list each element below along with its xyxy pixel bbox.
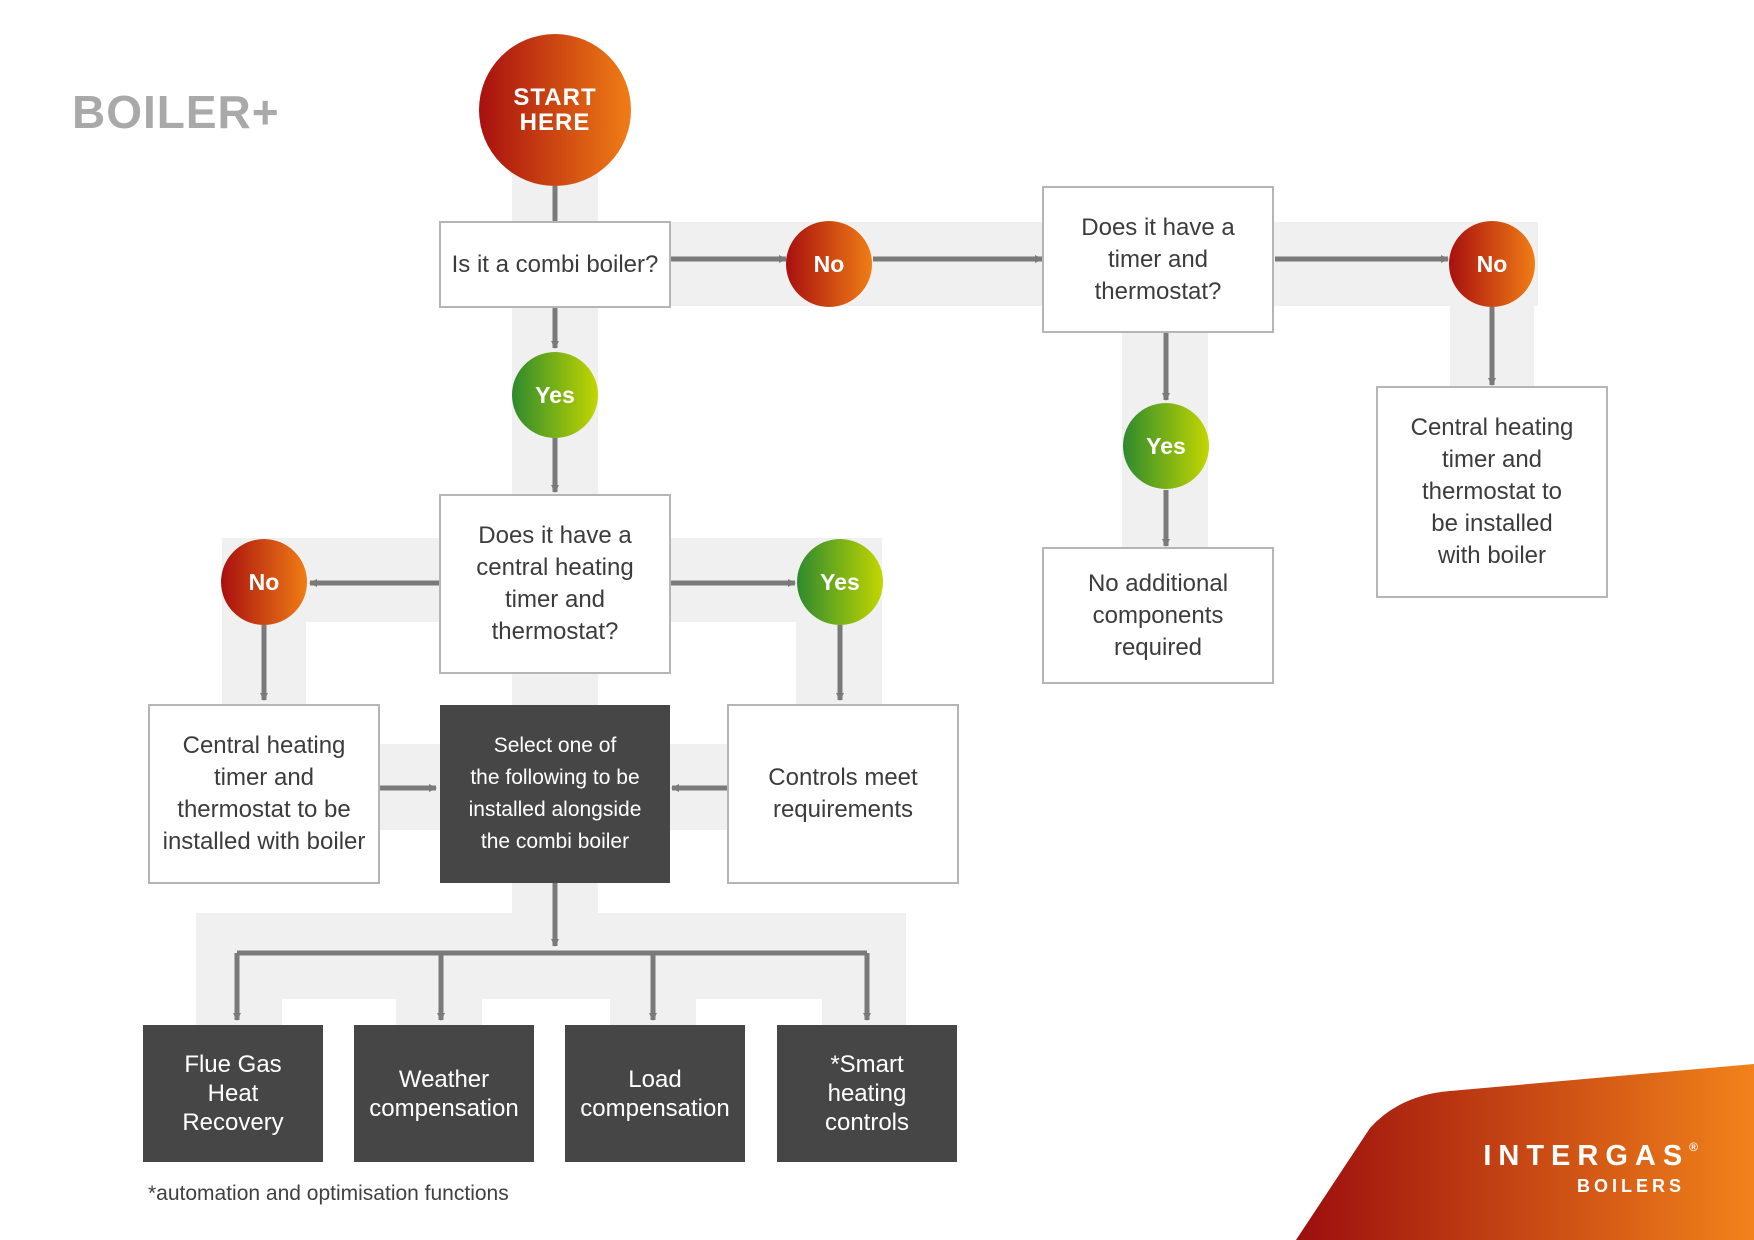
registered-mark: ® [1689,1140,1698,1154]
combi-question-box [439,221,671,308]
option-box-smart [777,1025,957,1162]
no-badge [221,539,307,625]
brand-subtitle: BOILERS [1576,1176,1685,1196]
band [822,913,906,1025]
central-question-box [439,494,671,674]
timer-question-right-box [1042,186,1274,333]
band [196,913,906,999]
yes-badge [512,352,598,438]
install-left-box [148,704,380,884]
no-badge [1449,221,1535,307]
start-circle [479,34,631,186]
no-additional-box [1042,547,1274,684]
brand-name: INTERGAS [1483,1140,1690,1172]
select-one-box [440,705,670,883]
boiler-plus-logo: BOILER+ [72,86,280,138]
connectors [233,186,1496,1021]
option-box-weather [354,1025,534,1162]
brand-corner-swoosh [1296,1064,1754,1240]
footnote: *automation and optimisation functions [148,1182,509,1205]
intergas-logo: INTERGAS® [1408,1140,1698,1173]
yes-badge [1123,403,1209,489]
yes-badge [797,539,883,625]
question-boxes [148,186,1608,884]
decision-badges [221,221,1535,625]
controls-meet-box [727,704,959,884]
dark-boxes [143,705,957,1162]
install-right-box [1376,386,1608,598]
option-box-load [565,1025,745,1162]
option-box-flue-gas [143,1025,323,1162]
no-badge [786,221,872,307]
